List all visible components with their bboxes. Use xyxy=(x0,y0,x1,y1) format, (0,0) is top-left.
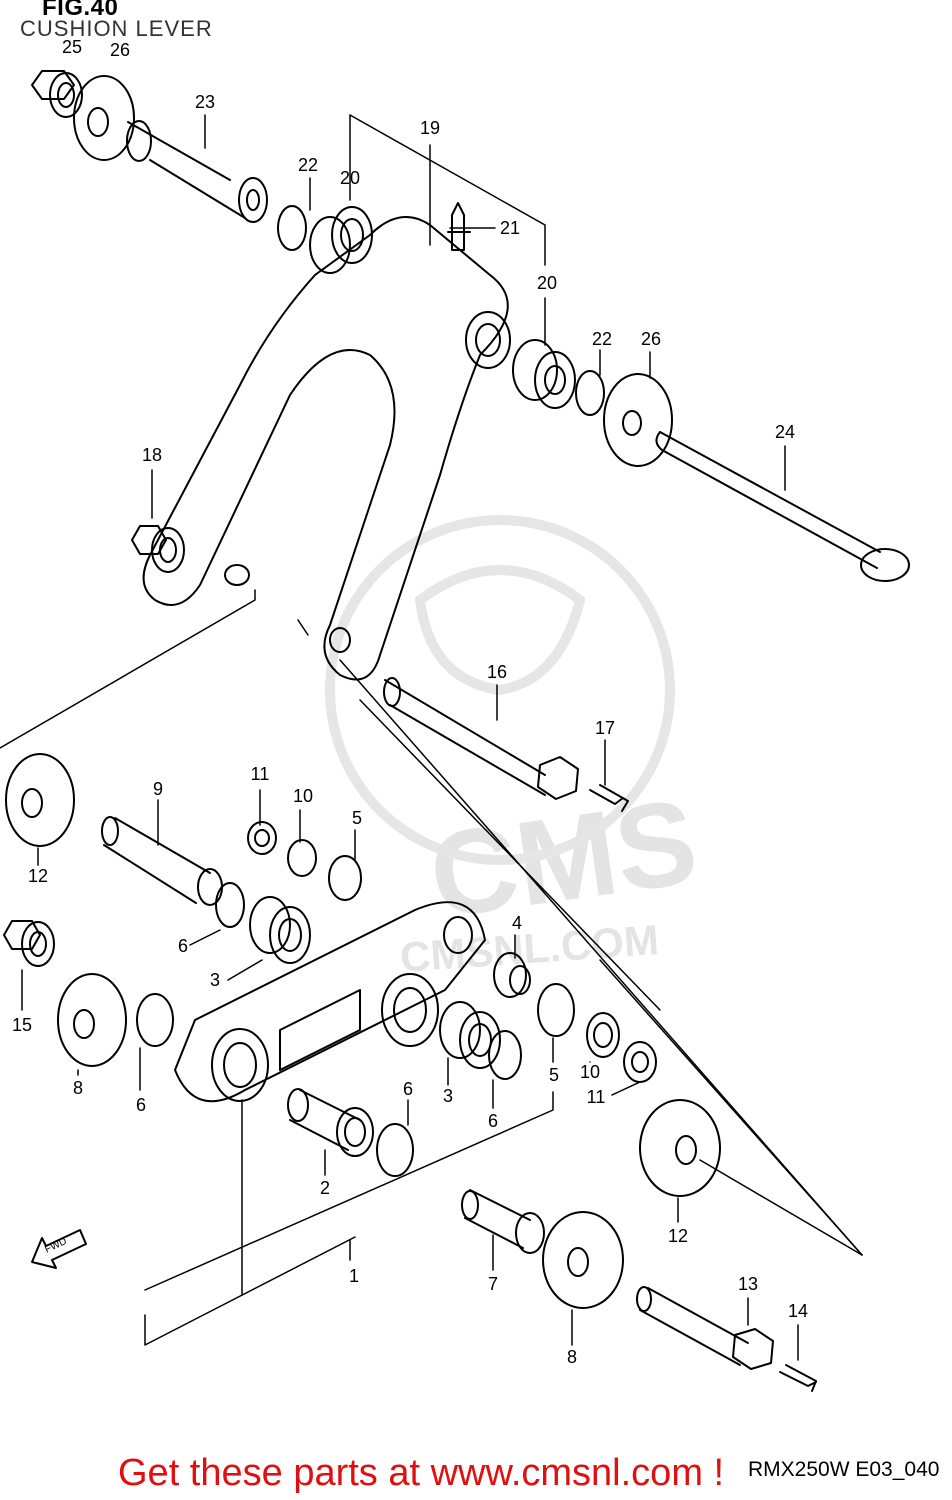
callout-8: 8 xyxy=(73,1078,83,1098)
part-10-oring-b xyxy=(586,1012,620,1058)
callout-6d: 6 xyxy=(488,1111,498,1131)
part-3-bearing-a xyxy=(249,896,311,964)
fwd-arrow-icon xyxy=(31,1229,87,1269)
part-12-washer-left xyxy=(5,753,75,847)
callout-18: 18 xyxy=(142,445,162,465)
part-15-nut xyxy=(3,920,55,967)
callout-9: 9 xyxy=(153,779,163,799)
part-26-washer-lower xyxy=(603,373,673,467)
callout-2: 2 xyxy=(320,1178,330,1198)
callout-4: 4 xyxy=(512,913,522,933)
callout-14: 14 xyxy=(788,1301,808,1321)
callout-26: 26 xyxy=(110,40,130,60)
part-3-bearing-b xyxy=(439,1001,501,1069)
part-13-bolt xyxy=(636,1286,774,1370)
part-18-nut xyxy=(131,525,185,573)
part-9-sleeve xyxy=(101,816,223,906)
part-6-seal-a xyxy=(215,882,245,928)
watermark-emblem xyxy=(325,515,675,865)
part-25-nut xyxy=(31,70,83,118)
part-5-seal-a xyxy=(328,855,362,901)
part-6-seal-d xyxy=(376,1123,414,1177)
callout-20: 20 xyxy=(340,168,360,188)
callout-16: 16 xyxy=(487,662,507,682)
callout-22b: 22 xyxy=(592,329,612,349)
callout-5: 5 xyxy=(352,808,362,828)
callout-7: 7 xyxy=(488,1274,498,1294)
callout-12b: 12 xyxy=(668,1226,688,1246)
promo-banner[interactable]: Get these parts at www.cmsnl.com ! xyxy=(118,1452,725,1494)
part-4-sleeve xyxy=(493,952,531,998)
callout-25: 25 xyxy=(62,37,82,57)
part-24-bolt xyxy=(655,431,910,582)
callout-26b: 26 xyxy=(641,329,661,349)
part-6-seal-c xyxy=(488,1030,522,1080)
part-20-bearing-upper xyxy=(309,206,373,274)
callout-1: 1 xyxy=(349,1266,359,1286)
callout-11: 11 xyxy=(251,764,270,784)
part-21-grease-nipple xyxy=(447,202,471,251)
callout-3b: 3 xyxy=(443,1086,453,1106)
callout-6b: 6 xyxy=(136,1095,146,1115)
figure-title: FIG.40 xyxy=(42,0,119,21)
callout-15: 15 xyxy=(12,1015,32,1035)
callout-10b: 10 xyxy=(580,1062,600,1082)
part-6-seal-b xyxy=(136,993,174,1047)
callout-11b: 11 xyxy=(587,1087,606,1107)
callout-6: 6 xyxy=(178,936,188,956)
part-23-collar xyxy=(126,120,268,223)
part-14-grease-nipple xyxy=(779,1364,817,1392)
callout-20b: 20 xyxy=(537,273,557,293)
callout-24: 24 xyxy=(775,422,795,442)
leader-lines xyxy=(0,114,863,1361)
part-12-washer-right xyxy=(639,1099,721,1197)
part-7-sleeve xyxy=(461,1189,545,1254)
part-10-oring-a xyxy=(287,839,317,877)
callout-13: 13 xyxy=(738,1274,758,1294)
callout-23: 23 xyxy=(195,92,215,112)
part-19-cushion-lever xyxy=(142,216,511,681)
callout-19: 19 xyxy=(420,118,440,138)
part-8-washer-left xyxy=(57,973,127,1067)
part-5-seal-b xyxy=(537,983,575,1037)
callout-17: 17 xyxy=(595,718,615,738)
part-11-spacer-a xyxy=(247,821,277,855)
part-11-spacer-b xyxy=(623,1041,657,1083)
model-code: RMX250W E03_040 xyxy=(748,1458,940,1481)
part-22-seal-lower xyxy=(575,370,605,416)
callout-21: 21 xyxy=(500,218,520,238)
figure-subtitle: CUSHION LEVER xyxy=(20,16,213,41)
part-26-washer xyxy=(73,75,135,161)
part-8-washer-right xyxy=(542,1211,624,1309)
part-20-bearing-lower xyxy=(512,339,576,409)
callout-10: 10 xyxy=(293,786,313,806)
part-2-bearing xyxy=(287,1088,374,1157)
callout-8b: 8 xyxy=(567,1347,577,1367)
part-22-seal-upper xyxy=(277,205,307,251)
callout-6c: 6 xyxy=(403,1079,413,1099)
part-1-cushion-rod xyxy=(174,901,486,1103)
part-16-bolt xyxy=(383,677,579,800)
callout-3: 3 xyxy=(210,970,220,990)
callout-22: 22 xyxy=(298,155,318,175)
callout-5b: 5 xyxy=(549,1065,559,1085)
part-17-grease-nipple xyxy=(589,784,629,812)
callout-12: 12 xyxy=(28,866,48,886)
